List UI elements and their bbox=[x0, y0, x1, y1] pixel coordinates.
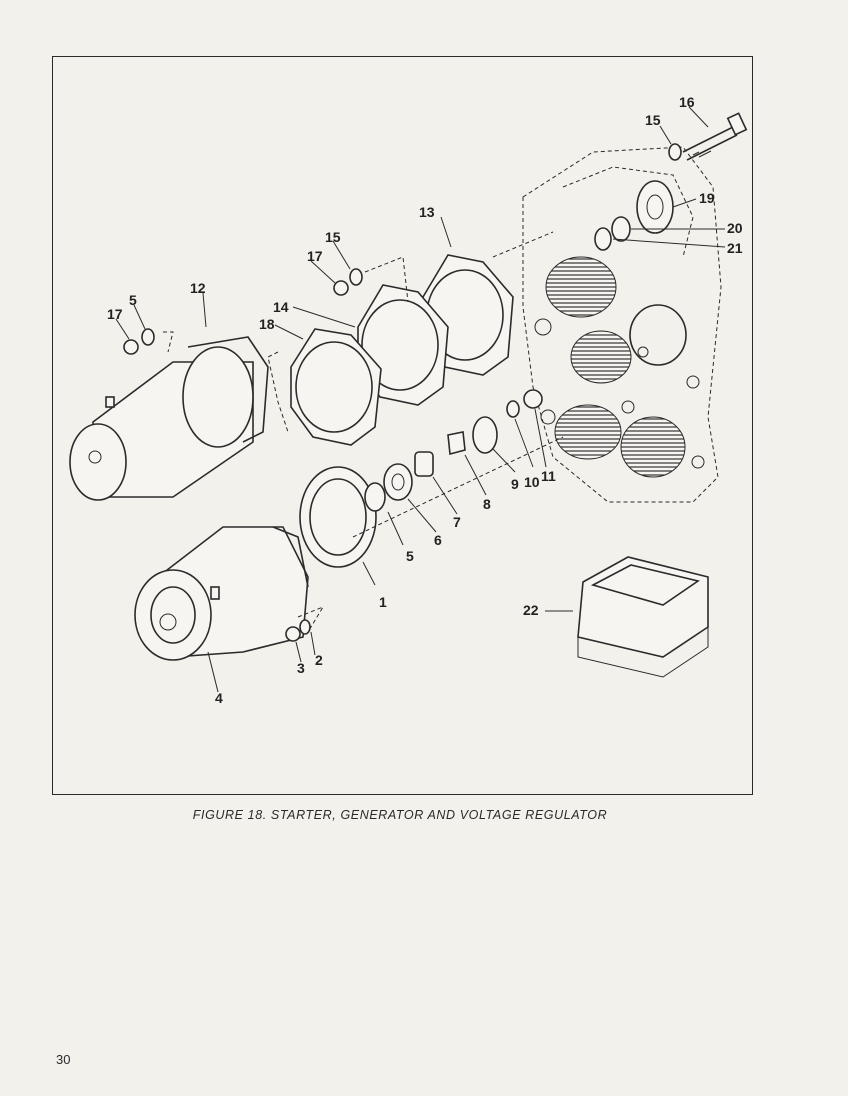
washer-10 bbox=[506, 400, 520, 418]
callout-8: 8 bbox=[483, 496, 491, 512]
gear-case-opening bbox=[554, 404, 622, 460]
nut-17 bbox=[123, 339, 139, 355]
gear-case-opening bbox=[629, 304, 687, 366]
callout-5: 5 bbox=[406, 548, 414, 564]
gasket-1 bbox=[299, 466, 377, 568]
callout-6: 6 bbox=[434, 532, 442, 548]
gear-9 bbox=[472, 416, 498, 454]
gear-case bbox=[522, 146, 722, 503]
callout-4: 4 bbox=[215, 690, 223, 706]
centerline bbox=[352, 436, 564, 538]
gear-case-opening bbox=[545, 256, 617, 318]
figure-frame: 1 2 3 4 5 5 6 7 8 9 10 11 12 13 14 15 15… bbox=[52, 56, 753, 795]
centerline bbox=[364, 256, 409, 303]
callout-15: 15 bbox=[645, 112, 661, 128]
voltage-regulator-22 bbox=[577, 556, 709, 678]
washer-5 bbox=[364, 482, 386, 512]
figure-caption: FIGURE 18. STARTER, GENERATOR AND VOLTAG… bbox=[192, 808, 608, 822]
callout-9: 9 bbox=[511, 476, 519, 492]
callout-3: 3 bbox=[297, 660, 305, 676]
exploded-parts-diagram: 1 2 3 4 5 5 6 7 8 9 10 11 12 13 14 15 15… bbox=[69, 94, 748, 706]
washer-15 bbox=[349, 268, 363, 286]
nut-17 bbox=[333, 280, 349, 296]
washer-20 bbox=[611, 216, 631, 242]
callout-13: 13 bbox=[419, 204, 435, 220]
callout-11: 11 bbox=[541, 468, 556, 484]
callout-22: 22 bbox=[523, 602, 539, 618]
callout-21: 21 bbox=[727, 240, 743, 256]
washer-15 bbox=[668, 143, 682, 161]
centerline bbox=[267, 351, 289, 433]
centerline bbox=[297, 605, 325, 633]
washer-2 bbox=[299, 619, 311, 635]
callout-12: 12 bbox=[190, 280, 206, 296]
gasket-18 bbox=[290, 328, 382, 446]
callout-5: 5 bbox=[129, 292, 137, 308]
callout-2: 2 bbox=[315, 652, 323, 668]
callout-16: 16 bbox=[679, 94, 695, 110]
bolt-16 bbox=[682, 112, 748, 161]
callout-17: 17 bbox=[307, 248, 323, 264]
gear-case-opening bbox=[570, 330, 632, 384]
coupling-7 bbox=[414, 451, 434, 477]
callout-14: 14 bbox=[273, 299, 289, 315]
washer-5 bbox=[141, 328, 155, 346]
centerline bbox=[163, 331, 174, 353]
callout-1: 1 bbox=[379, 594, 387, 610]
key-8 bbox=[447, 431, 466, 456]
washer-21 bbox=[594, 227, 612, 251]
nut-3 bbox=[285, 626, 301, 642]
callout-20: 20 bbox=[727, 220, 743, 236]
nut-11 bbox=[523, 389, 543, 409]
callout-19: 19 bbox=[699, 190, 715, 206]
callout-17: 17 bbox=[107, 306, 123, 322]
callout-10: 10 bbox=[524, 474, 540, 490]
drive-gear-6 bbox=[383, 463, 413, 501]
generator-4 bbox=[134, 526, 309, 661]
callout-18: 18 bbox=[259, 316, 275, 332]
centerline bbox=[492, 231, 554, 258]
page-number: 30 bbox=[56, 1052, 71, 1067]
callout-7: 7 bbox=[453, 514, 461, 530]
gear-19 bbox=[636, 180, 674, 234]
gear-case-opening bbox=[620, 416, 686, 478]
leader-lines bbox=[115, 106, 726, 693]
starter-motor-12 bbox=[69, 336, 269, 501]
callout-15: 15 bbox=[325, 229, 341, 245]
